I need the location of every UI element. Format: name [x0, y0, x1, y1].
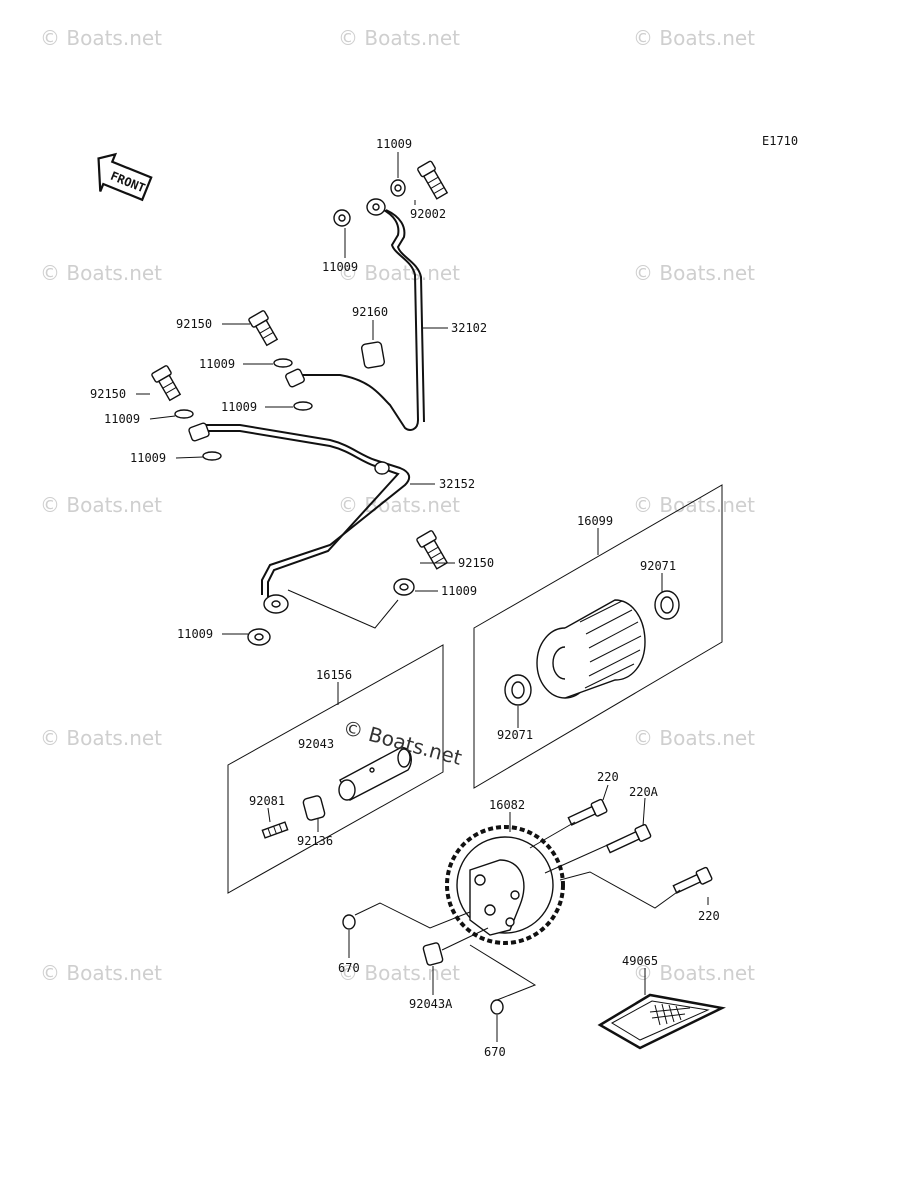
- callout: 16082: [489, 798, 525, 812]
- pipe-fitting: [188, 422, 210, 442]
- callout-labels: 11009 92002 11009 92160 32102 92150 1100…: [90, 137, 720, 1059]
- callout: 92150: [176, 317, 212, 331]
- callout: 220: [597, 770, 619, 784]
- watermark: © Boats.net: [633, 961, 755, 985]
- bolt-220A-icon: [605, 824, 652, 854]
- pipe-bracket: [374, 461, 390, 475]
- callout: 92081: [249, 794, 285, 808]
- callout: 92150: [458, 556, 494, 570]
- bolt-92002-icon: [417, 160, 449, 200]
- callout: 11009: [199, 357, 235, 371]
- washer-icon: [273, 358, 293, 368]
- callout: 16156: [316, 668, 352, 682]
- oring-670-icon: [490, 999, 504, 1015]
- oring-92071-icon: [654, 590, 680, 620]
- leader-lines-pump: [348, 784, 709, 1042]
- callout: 11009: [177, 627, 213, 641]
- collar-92160-icon: [361, 341, 385, 369]
- filter-group-panel: [473, 484, 723, 789]
- oil-filter-16099-icon: [536, 599, 646, 699]
- callout: 11009: [130, 451, 166, 465]
- oring-670-icon: [342, 914, 356, 930]
- watermark: © Boats.net: [338, 26, 460, 50]
- callout: 32102: [451, 321, 487, 335]
- callout: 92071: [497, 728, 533, 742]
- leader-line: [267, 807, 271, 823]
- watermark: © Boats.net: [40, 961, 162, 985]
- watermark: © Boats.net: [40, 726, 162, 750]
- watermark: © Boats.net: [338, 493, 460, 517]
- dowel-92043A-icon: [422, 942, 444, 966]
- callout: 11009: [322, 260, 358, 274]
- callout: 92150: [90, 387, 126, 401]
- washer-icon: [174, 409, 194, 419]
- oil-pipe-32102: [285, 198, 425, 431]
- leader-lines-upper: [136, 152, 455, 635]
- pipe-fitting: [285, 368, 305, 388]
- oil-screen-49065-icon: [597, 993, 726, 1050]
- callout: 220: [698, 909, 720, 923]
- callout: 92136: [297, 834, 333, 848]
- bolt-92150-icon: [416, 530, 449, 570]
- watermark: © Boats.net: [338, 961, 460, 985]
- callout: 11009: [104, 412, 140, 426]
- callout: 670: [484, 1045, 506, 1059]
- callout: 92043A: [409, 997, 453, 1011]
- watermark: © Boats.net: [633, 261, 755, 285]
- callout: 92160: [352, 305, 388, 319]
- watermark: © Boats.net: [40, 493, 162, 517]
- front-arrow-icon: FRONT: [97, 152, 153, 202]
- callout: 32152: [439, 477, 475, 491]
- washer-icon: [293, 401, 313, 411]
- callout: 49065: [622, 954, 658, 968]
- oil-pump-16082-icon: [445, 825, 565, 945]
- callout: 11009: [221, 400, 257, 414]
- callout: 16099: [577, 514, 613, 528]
- callout: 220A: [629, 785, 659, 799]
- oring-92071-icon: [504, 674, 532, 706]
- watermark: © Boats.net: [633, 493, 755, 517]
- spring-92136-icon: [302, 795, 326, 821]
- watermark: © Boats.net: [40, 26, 162, 50]
- callout: 92071: [640, 559, 676, 573]
- bolt-92150-icon: [248, 310, 279, 347]
- callout: 92002: [410, 207, 446, 221]
- watermarks: © Boats.net © Boats.net © Boats.net © Bo…: [40, 26, 755, 985]
- diagram-code: E1710: [762, 134, 798, 148]
- washer-icon: [202, 451, 222, 461]
- valve-group-panel: [227, 644, 444, 894]
- valve-92043-icon: [338, 746, 412, 801]
- pin-92081-icon: [261, 821, 289, 839]
- callout: 670: [338, 961, 360, 975]
- bolt-220-icon: [672, 866, 713, 894]
- callout: 11009: [441, 584, 477, 598]
- watermark: © Boats.net: [633, 726, 755, 750]
- bolt-92150-icon: [151, 365, 182, 402]
- callout: 92043: [298, 737, 334, 751]
- bolt-220-icon: [567, 798, 608, 826]
- watermark: © Boats.net: [633, 26, 755, 50]
- oil-pipe-32152: [188, 422, 411, 614]
- callout: 11009: [376, 137, 412, 151]
- watermark: © Boats.net: [40, 261, 162, 285]
- watermark: © Boats.net: [338, 261, 460, 285]
